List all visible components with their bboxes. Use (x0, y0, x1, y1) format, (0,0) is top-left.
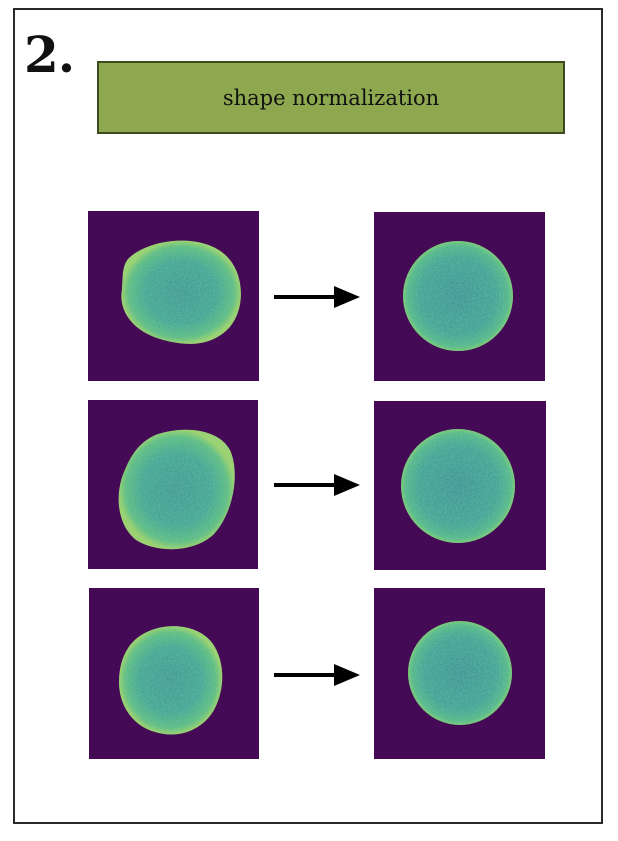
step-number: 2. (24, 25, 75, 84)
cell-before-1 (121, 240, 241, 344)
before-image-3 (89, 588, 259, 759)
before-image-1 (88, 211, 259, 381)
cell-after-3 (408, 621, 512, 725)
after-image-3 (374, 588, 545, 759)
cell-before-2 (118, 429, 235, 550)
arrow-right-icon (274, 664, 360, 686)
arrow-right-icon (274, 474, 360, 496)
title-box: shape normalization (97, 61, 565, 134)
cell-after-1 (403, 241, 513, 351)
cell-before-3 (119, 626, 223, 735)
cell-after-2 (401, 429, 515, 543)
title-label: shape normalization (222, 85, 440, 110)
after-image-1 (374, 212, 545, 381)
after-image-2 (374, 401, 546, 570)
arrow-right-icon (274, 286, 360, 308)
before-image-2 (88, 400, 258, 569)
